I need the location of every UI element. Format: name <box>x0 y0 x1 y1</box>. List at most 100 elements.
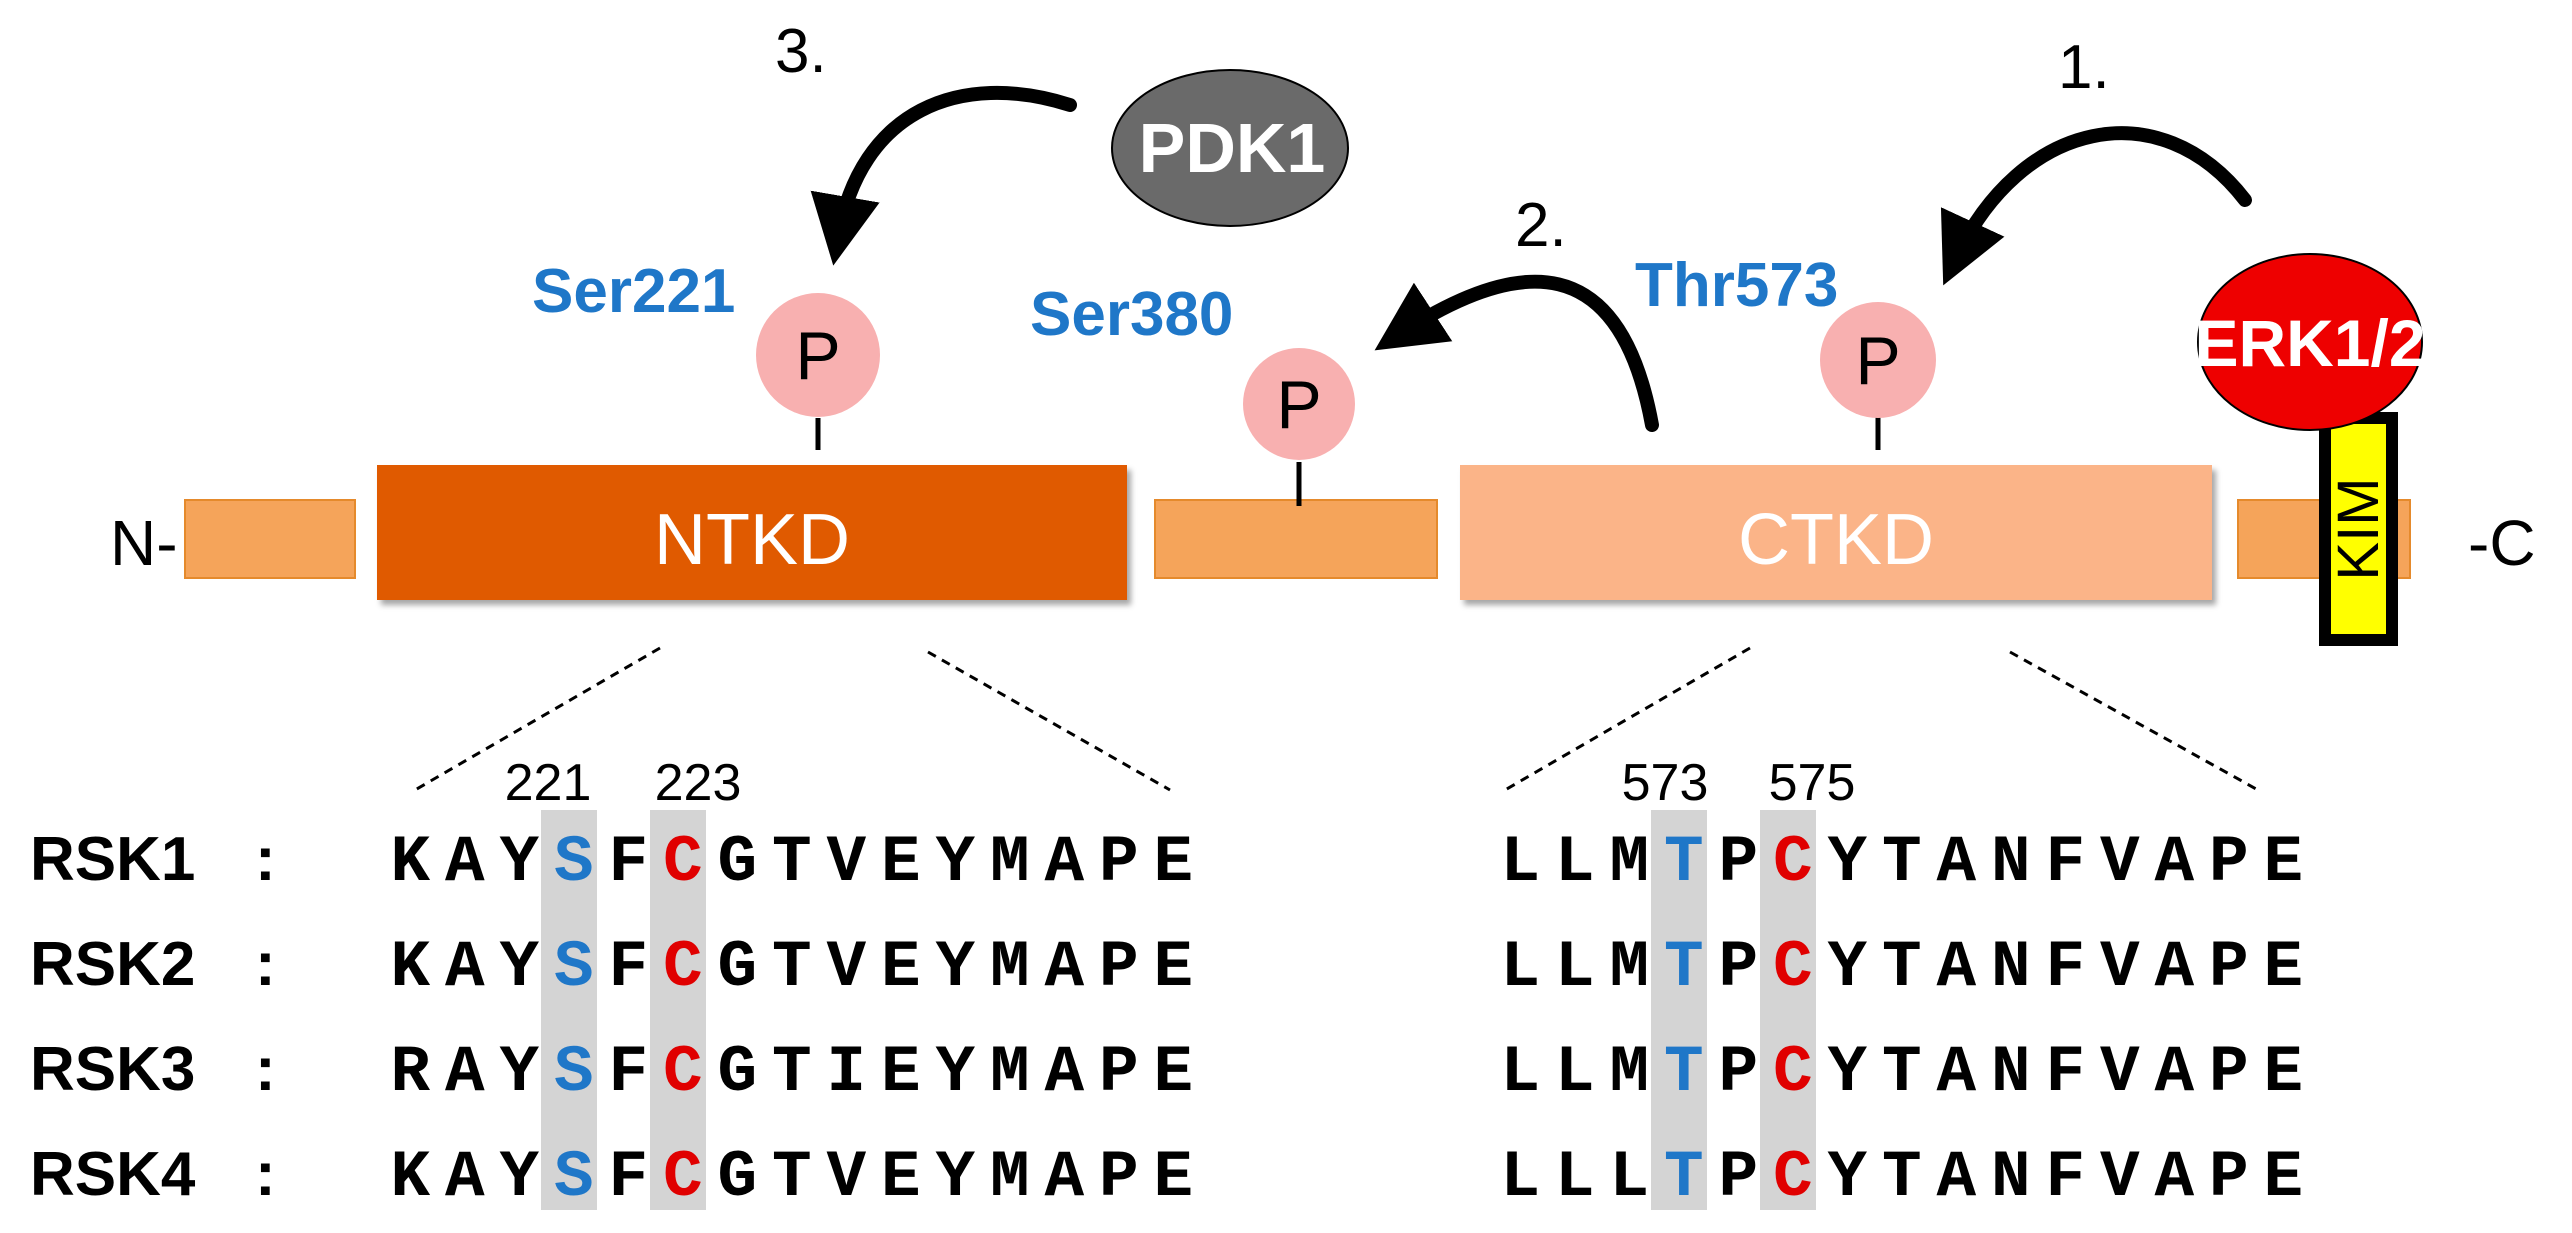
residue-ntkd: Y <box>499 825 539 900</box>
phospho-marker-ser221: P <box>795 318 840 394</box>
highlight-col-575 <box>1760 810 1816 1210</box>
residue-ntkd: F <box>608 930 648 1005</box>
residue-ctkd: C <box>1773 1140 1813 1215</box>
ntkd-domain <box>377 465 1127 600</box>
residue-ctkd: F <box>2045 1035 2085 1110</box>
residue-ctkd: C <box>1773 825 1813 900</box>
residue-ntkd: T <box>772 1140 812 1215</box>
residue-ctkd: P <box>1718 1140 1758 1215</box>
pdk1-label: PDK1 <box>1139 109 1326 187</box>
residue-ctkd: F <box>2045 825 2085 900</box>
residue-ntkd: P <box>1099 930 1139 1005</box>
residue-ntkd: Y <box>935 1035 975 1110</box>
residue-ctkd: F <box>2045 1140 2085 1215</box>
residue-ctkd: P <box>1718 825 1758 900</box>
residue-ctkd: M <box>1609 930 1649 1005</box>
residue-ntkd: M <box>990 930 1030 1005</box>
pdk1-kinase <box>1111 69 1349 227</box>
residue-ntkd: Y <box>935 930 975 1005</box>
residue-ctkd: Y <box>1827 1140 1867 1215</box>
row-colon: : <box>255 825 276 894</box>
residue-ntkd: P <box>1099 1140 1139 1215</box>
highlight-col-223 <box>650 810 706 1210</box>
kim-label: KIM <box>2326 477 2391 580</box>
row-name-rsk3: RSK3 <box>30 1035 195 1104</box>
residue-ntkd: A <box>445 825 485 900</box>
residue-ntkd: T <box>772 825 812 900</box>
ntkd-label: NTKD <box>654 500 850 580</box>
residue-ntkd: P <box>1099 1035 1139 1110</box>
site-label-ser221: Ser221 <box>532 257 735 326</box>
residue-ntkd: Y <box>935 825 975 900</box>
step-label-1: 1. <box>2058 33 2110 102</box>
phospho-marker-thr573: P <box>1855 323 1900 399</box>
row-colon: : <box>255 1035 276 1104</box>
arrow-step-1 <box>1940 126 2252 286</box>
phospho-circle-ser221 <box>756 293 880 417</box>
residue-ctkd: P <box>2209 1035 2249 1110</box>
residue-ctkd: L <box>1500 825 1540 900</box>
step-label-3: 3. <box>775 17 827 86</box>
step-label-2: 2. <box>1515 191 1567 260</box>
phospho-marker-ser380: P <box>1276 367 1321 443</box>
residue-ntkd: Y <box>935 1140 975 1215</box>
residue-ctkd: C <box>1773 1035 1813 1110</box>
zoom-line-ntkd-right <box>927 650 1171 792</box>
residue-ctkd: L <box>1555 825 1595 900</box>
residue-ntkd: F <box>608 1140 648 1215</box>
residue-ctkd: L <box>1555 1140 1595 1215</box>
residue-ctkd: A <box>2154 825 2194 900</box>
residue-ctkd: A <box>2154 1140 2194 1215</box>
residue-ctkd: V <box>2100 930 2140 1005</box>
residue-ntkd: S <box>554 1140 594 1215</box>
residue-ctkd: E <box>2263 825 2303 900</box>
row-colon: : <box>255 930 276 999</box>
residue-ctkd: T <box>1882 1035 1922 1110</box>
position-575: 575 <box>1769 754 1856 812</box>
residue-ntkd: V <box>826 930 866 1005</box>
residue-ntkd: E <box>881 1035 921 1110</box>
residue-ntkd: C <box>663 930 703 1005</box>
residue-ntkd: Y <box>499 1035 539 1110</box>
residue-ntkd: G <box>717 1035 757 1110</box>
residue-ntkd: E <box>881 1140 921 1215</box>
ctkd-label: CTKD <box>1738 500 1934 580</box>
residue-ctkd: Y <box>1827 1035 1867 1110</box>
residue-ctkd: T <box>1664 825 1704 900</box>
residue-ntkd: A <box>445 1140 485 1215</box>
residue-ctkd: Y <box>1827 930 1867 1005</box>
residue-ctkd: N <box>1991 930 2031 1005</box>
residue-ctkd: L <box>1555 1035 1595 1110</box>
residue-ctkd: L <box>1500 1140 1540 1215</box>
arrow-step-2 <box>1374 274 1659 432</box>
residue-ctkd: P <box>2209 825 2249 900</box>
row-name-rsk2: RSK2 <box>30 930 195 999</box>
residue-ctkd: M <box>1609 825 1649 900</box>
residue-ctkd: F <box>2045 930 2085 1005</box>
c-terminus-label: -C <box>2468 507 2536 579</box>
residue-ntkd: G <box>717 1140 757 1215</box>
residue-ctkd: L <box>1500 930 1540 1005</box>
residue-ntkd: E <box>1153 825 1193 900</box>
residue-ntkd: E <box>1153 1035 1193 1110</box>
position-223: 223 <box>655 754 742 812</box>
residue-ntkd: E <box>1153 930 1193 1005</box>
residue-ntkd: T <box>772 930 812 1005</box>
residue-ntkd: S <box>554 825 594 900</box>
residue-ntkd: G <box>717 930 757 1005</box>
residue-ntkd: C <box>663 825 703 900</box>
residue-ctkd: P <box>2209 1140 2249 1215</box>
residue-ctkd: L <box>1500 1035 1540 1110</box>
zoom-line-ctkd-right <box>2009 650 2259 792</box>
phosphorylation-arrows <box>810 85 2252 432</box>
residue-ctkd: E <box>2263 1140 2303 1215</box>
residue-ntkd: Y <box>499 1140 539 1215</box>
residue-ctkd: T <box>1664 1140 1704 1215</box>
row-colon: : <box>255 1140 276 1209</box>
residue-ctkd: T <box>1664 1035 1704 1110</box>
residue-ctkd: N <box>1991 1035 2031 1110</box>
zoom-lines <box>414 646 2259 792</box>
residue-ntkd: E <box>881 825 921 900</box>
residue-ntkd: K <box>390 825 430 900</box>
